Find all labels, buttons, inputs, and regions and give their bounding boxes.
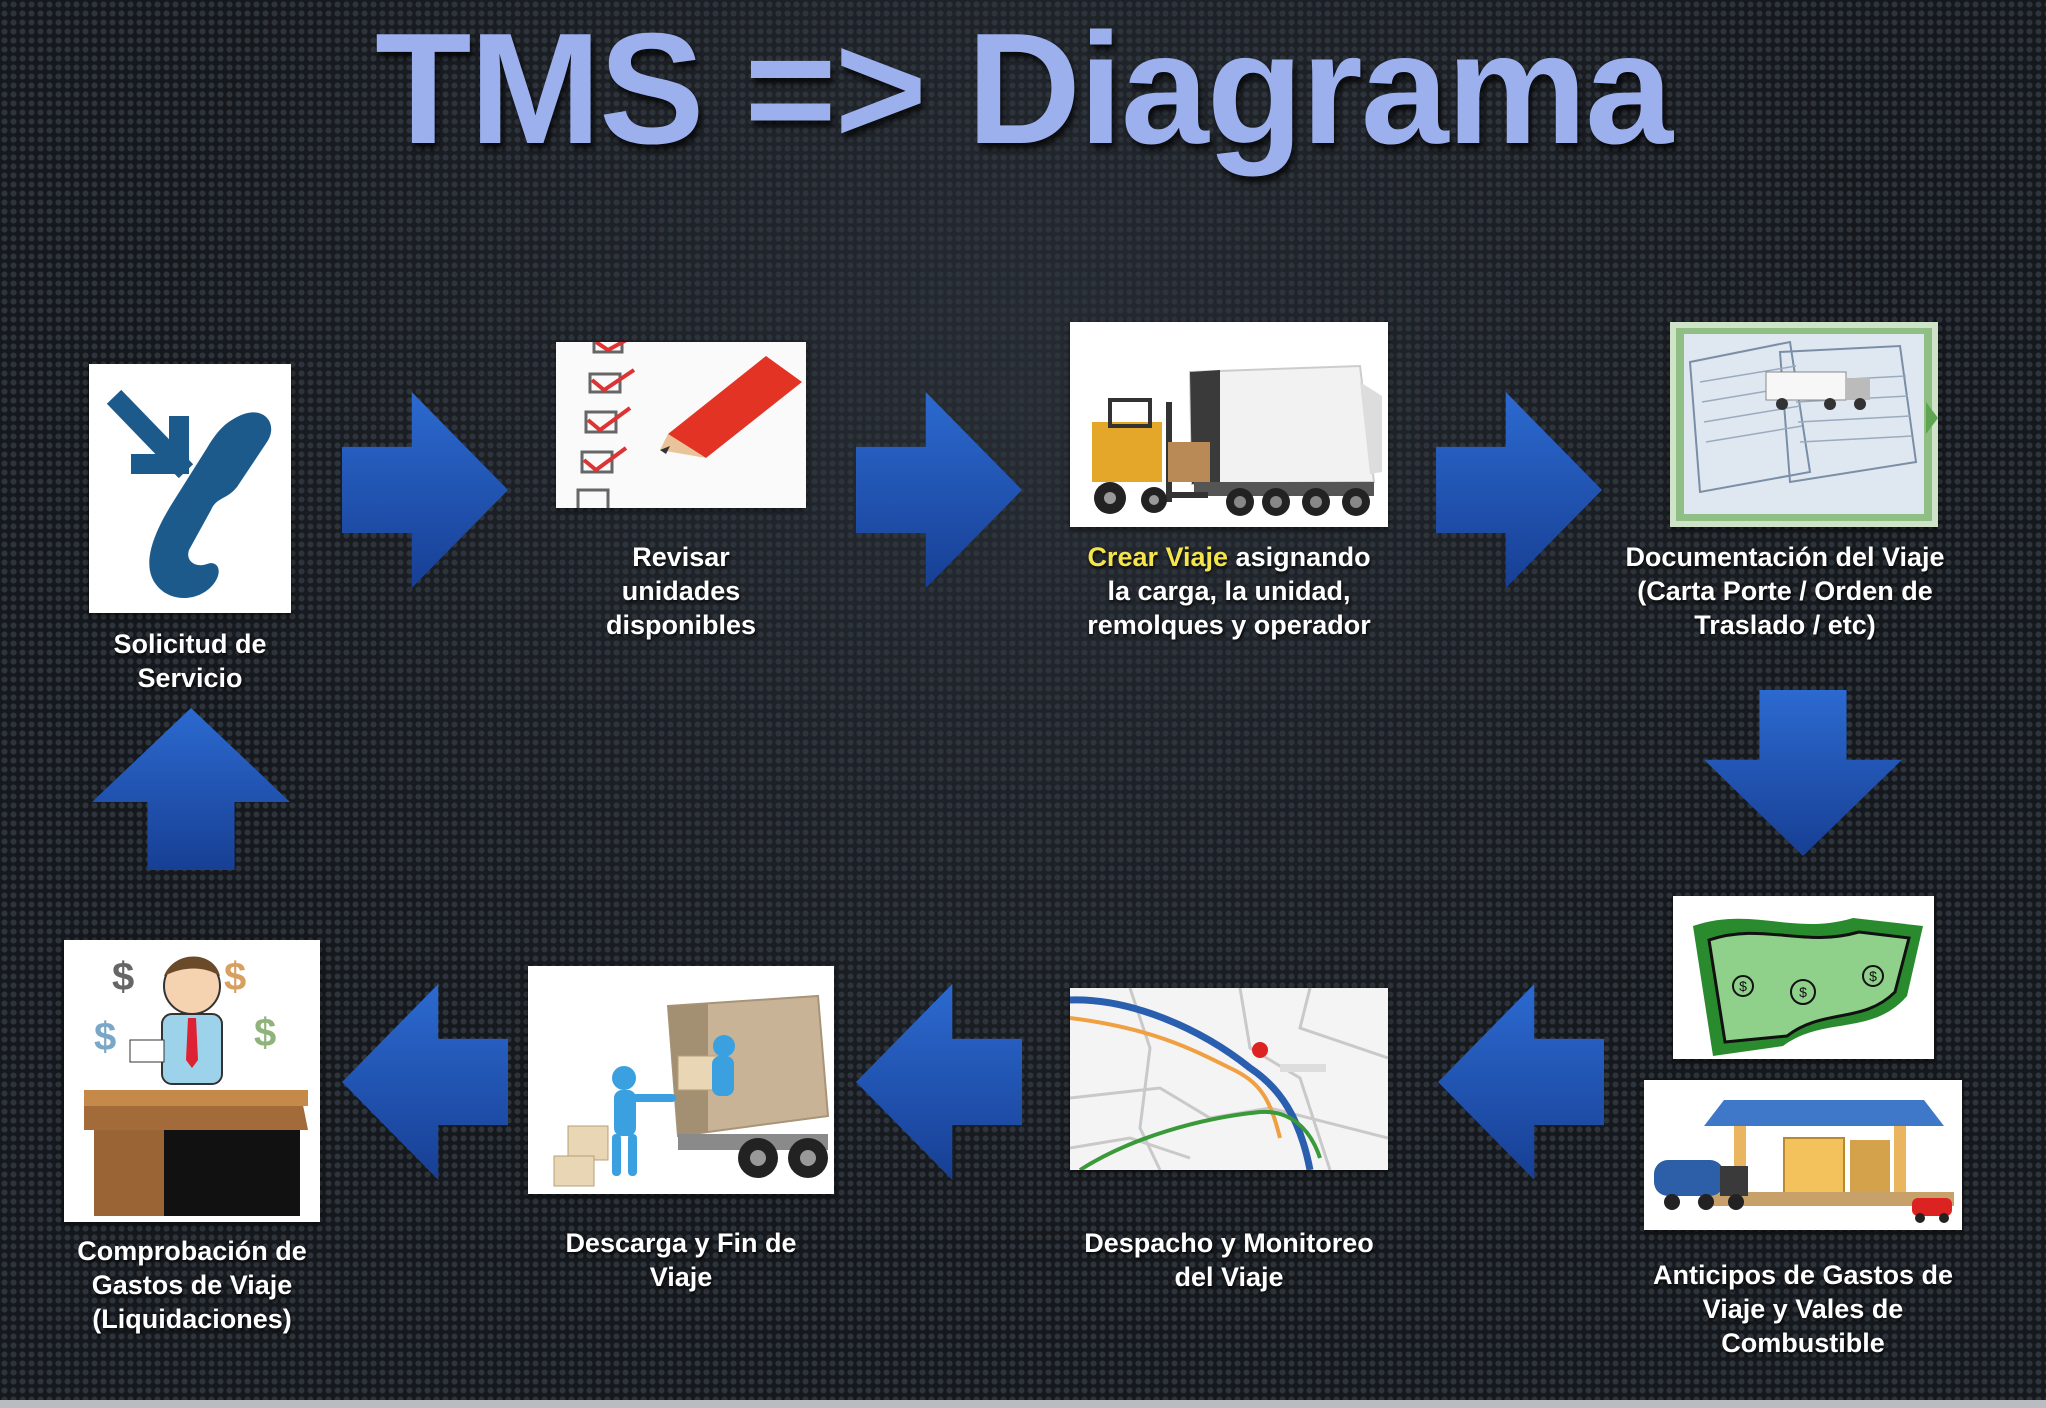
arrow-up-icon bbox=[92, 708, 290, 870]
svg-text:$: $ bbox=[224, 955, 246, 999]
svg-text:$: $ bbox=[1799, 984, 1807, 1000]
svg-text:$: $ bbox=[112, 955, 134, 999]
arrow-right-icon bbox=[856, 392, 1022, 588]
arrow-left-icon bbox=[1438, 984, 1604, 1180]
expense-desk-icon: $ $ $ $ bbox=[64, 940, 320, 1222]
phone-icon bbox=[89, 364, 291, 613]
arrow-right-icon bbox=[1436, 392, 1602, 588]
node-label-documentacion: Documentación del Viaje(Carta Porte / Or… bbox=[1625, 542, 1945, 640]
arrow-down-icon bbox=[1704, 690, 1902, 856]
arrow-right-icon bbox=[342, 392, 508, 588]
documents-icon bbox=[1670, 322, 1938, 527]
route-map-icon bbox=[1070, 988, 1388, 1170]
node-label-crear: Crear Viaje asignando la carga, la unida… bbox=[1087, 542, 1371, 640]
arrow-left-icon bbox=[856, 984, 1022, 1180]
page-title: TMS => Diagrama bbox=[375, 1, 1673, 177]
svg-text:$: $ bbox=[254, 1011, 276, 1055]
svg-text:$: $ bbox=[1869, 968, 1877, 984]
highlight-crear-viaje: Crear Viaje bbox=[1087, 542, 1229, 572]
money-icon: $ $ $ bbox=[1673, 896, 1934, 1059]
svg-text:$: $ bbox=[1739, 978, 1747, 994]
gas-station-icon bbox=[1644, 1080, 1962, 1230]
unloading-truck-icon bbox=[528, 966, 834, 1194]
truck-forklift-icon bbox=[1070, 322, 1388, 527]
bottom-bar bbox=[0, 1400, 2046, 1408]
checklist-icon bbox=[556, 342, 806, 508]
arrow-left-icon bbox=[342, 984, 508, 1180]
svg-text:$: $ bbox=[94, 1015, 116, 1059]
